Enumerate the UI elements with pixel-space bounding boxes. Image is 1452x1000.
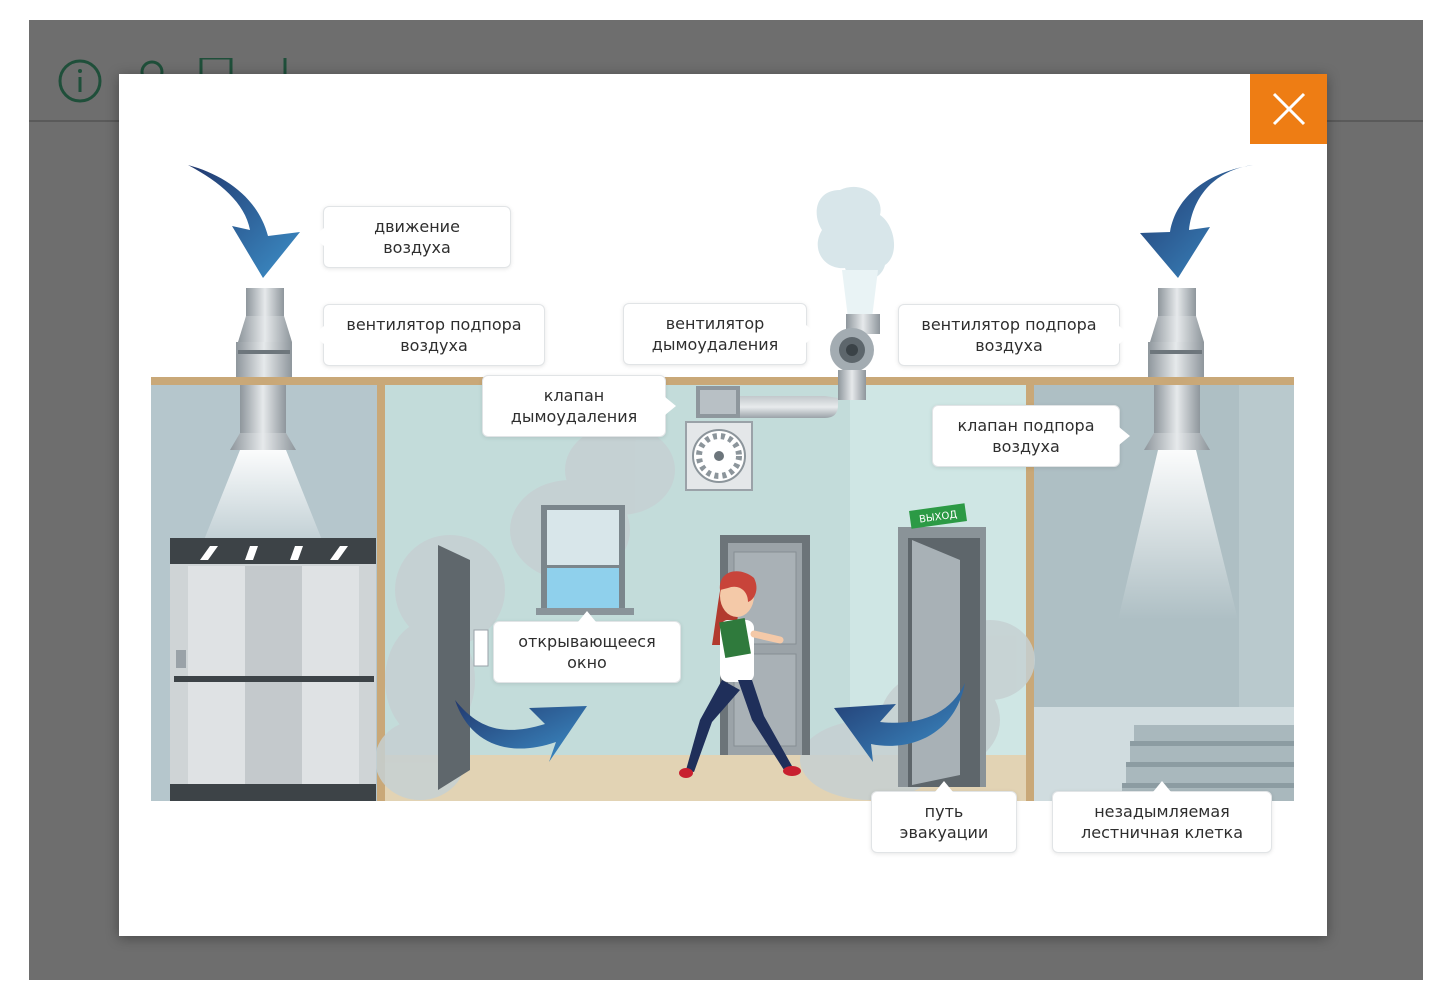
download-icon bbox=[283, 58, 287, 76]
hall-divider-left bbox=[377, 385, 385, 801]
close-icon bbox=[1272, 92, 1305, 126]
air-arrow-left-top bbox=[188, 165, 300, 278]
callout-air-movement: движение воздуха bbox=[313, 206, 511, 268]
smoke-ventilation-scene: ВЫХОД bbox=[151, 165, 1294, 801]
callout-supply-fan-right: вентилятор подпора воздуха bbox=[898, 304, 1130, 366]
stairs bbox=[1122, 725, 1294, 801]
callout-smoke-free-stairwell: незадымляемая лестничная клетка bbox=[1052, 781, 1272, 853]
air-arrow-corridor-right bbox=[834, 683, 965, 762]
left-supply-fan bbox=[230, 288, 296, 450]
right-air-beam bbox=[1118, 450, 1238, 620]
air-arrow-corridor-left bbox=[455, 700, 587, 762]
svg-text:ВЫХОД: ВЫХОД bbox=[919, 509, 959, 525]
info-circle-icon bbox=[58, 59, 102, 103]
callout-opening-window: открывающееся окно bbox=[493, 611, 681, 683]
window bbox=[536, 505, 634, 615]
callout-smoke-valve: клапан дымоудаления bbox=[482, 375, 676, 437]
right-supply-fan bbox=[1144, 288, 1210, 450]
elevator bbox=[170, 538, 376, 801]
smoke-valve-grille bbox=[685, 421, 753, 491]
callout-supply-valve: клапан подпора воздуха bbox=[932, 405, 1130, 467]
evacuating-person bbox=[679, 571, 801, 778]
smoke-exhaust-fan bbox=[696, 186, 895, 418]
air-arrow-right-top bbox=[1140, 165, 1253, 278]
hall-divider-right bbox=[1026, 385, 1034, 801]
exit-door bbox=[898, 527, 986, 787]
callout-evacuation-path: путь эвакуации bbox=[871, 781, 1017, 853]
callout-supply-fan-left: вентилятор подпора воздуха bbox=[313, 304, 545, 366]
left-corridor-door bbox=[438, 545, 489, 790]
callout-smoke-exhaust-fan: вентилятор дымоудаления bbox=[623, 303, 817, 365]
exit-sign: ВЫХОД bbox=[909, 503, 967, 529]
left-air-beam bbox=[196, 450, 330, 560]
close-button[interactable] bbox=[1250, 74, 1327, 144]
roof-line bbox=[151, 377, 1294, 385]
modal-dialog: ВЫХОД движение воздуха вентилятор подпор… bbox=[119, 74, 1327, 936]
